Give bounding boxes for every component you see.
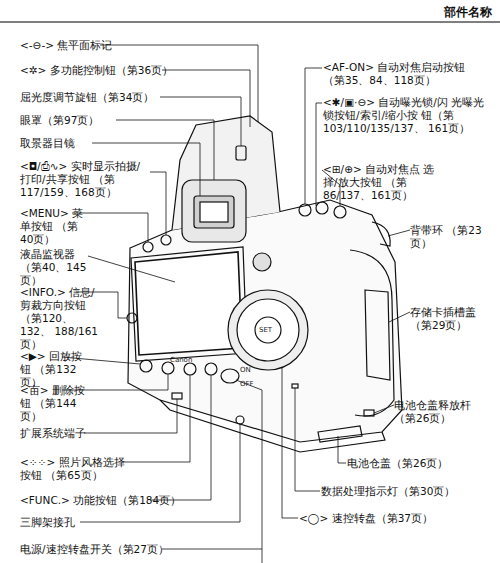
label-text: 取景器目镜 (20, 137, 160, 150)
info-button (127, 313, 137, 323)
menu-button (143, 242, 153, 252)
strap-mount (372, 222, 390, 246)
leader-line (100, 45, 258, 122)
label-text: <AF-ON> 自动对焦启动按钮 （第35、84、118页） (323, 61, 473, 87)
leader-line (282, 368, 298, 518)
label-text: <MENU> 菜单按钮 （第40页） (20, 207, 90, 246)
label-text: 眼罩（第97页） (20, 114, 160, 127)
grip (350, 250, 394, 416)
leader-line (84, 399, 177, 433)
leader-line (162, 70, 250, 127)
playback-button (140, 360, 152, 372)
battery-release-lever (364, 410, 374, 416)
eyecup (182, 180, 246, 242)
leader-line (150, 375, 211, 500)
lcd-monitor (135, 252, 242, 355)
label-text: <◯> 速控转盘（第37页） (299, 512, 459, 525)
label-text: <✲> 多功能控制钮（第36页） (20, 64, 180, 77)
leader-line (316, 103, 322, 206)
picture-style-button (184, 363, 196, 375)
card-slot-cover (365, 290, 390, 380)
label-text: <◘/⎙∿> 实时显示拍摄/ 打印/共享按钮 （第117/159、168页） (20, 160, 152, 199)
label-text: <⊞/⊕> 自动对焦点 选择/放大按钮 （第86/137、161页） (323, 163, 443, 202)
live-view-button (161, 235, 171, 245)
header-rule (0, 21, 500, 22)
quick-control-dial (228, 290, 308, 370)
label-text: 电源/速控转盘开关（第27页） (20, 543, 190, 556)
multi-controller (253, 253, 271, 271)
extension-terminal (172, 393, 182, 399)
dial-inner (237, 299, 299, 361)
leader-line (162, 549, 262, 563)
set-button (255, 317, 281, 343)
lcd-frame (131, 247, 247, 361)
camera-marking: ON (240, 366, 260, 374)
diopter-knob (236, 146, 246, 160)
leader-line (150, 172, 166, 235)
viewfinder-eyepiece (194, 196, 234, 228)
leader-line (388, 230, 410, 236)
power-switch (221, 369, 239, 383)
leader-line (122, 375, 190, 462)
back-panel (128, 200, 402, 442)
label-text: 三脚架接孔 (20, 516, 130, 529)
label-text: <FUNC.> 功能按钮（第184页） (20, 494, 190, 507)
label-text: <亩> 删除按钮 （第144页） (20, 384, 90, 423)
label-text: 数据处理指示灯（第30页） (321, 485, 471, 498)
label-text: 屈光度调节旋钮（第34页） (20, 91, 180, 104)
leader-line (80, 424, 240, 522)
leader-line (295, 388, 320, 491)
label-text: <⁘⁘> 照片风格选择按钮 （第65页） (20, 456, 130, 482)
af-point-button (334, 206, 346, 218)
label-text: <-⊖-> 焦平面标记 (20, 39, 180, 52)
camera-marking: SET (259, 326, 279, 334)
func-button (205, 363, 217, 375)
af-on-button (299, 204, 311, 216)
label-text: 扩展系统端子 (20, 427, 130, 440)
ae-lock-button (316, 202, 328, 214)
label-text: <INFO.> 信息/ 剪裁方向按钮 （第120、132、 188/161页） (20, 286, 98, 351)
leader-line (338, 436, 346, 463)
camera-marking: OFF (240, 380, 260, 388)
access-lamp (292, 384, 298, 388)
viewfinder-window (200, 202, 228, 222)
leader-line (389, 312, 410, 322)
battery-cover (318, 426, 362, 442)
label-text: 液晶监视器 （第40、145页） (20, 248, 92, 287)
leader-line (305, 68, 322, 204)
leader-line (374, 405, 394, 413)
camera-marking: Canon (170, 356, 210, 364)
leader-line (88, 256, 175, 282)
camera-bottom (160, 400, 385, 452)
label-text: 存储卡插槽盖 （第29页） (410, 306, 495, 332)
label-text: <▶> 回放按钮 （第132页） (20, 350, 90, 389)
leader-line (236, 380, 262, 549)
label-text: 电池仓盖（第26页） (347, 457, 477, 470)
label-text: 背带环 （第23页） (410, 224, 490, 250)
tripod-socket (236, 416, 244, 424)
label-text: 电池仓盖释放杆 （第26页） (394, 399, 489, 425)
page-title: 部件名称 (444, 4, 492, 21)
leader-line (72, 213, 148, 242)
leader-line (160, 97, 241, 146)
label-text: <✱/▣·⊖> 自动曝光锁/闪 光曝光锁按钮/索引/缩小按 钮（第103/110… (323, 96, 488, 135)
